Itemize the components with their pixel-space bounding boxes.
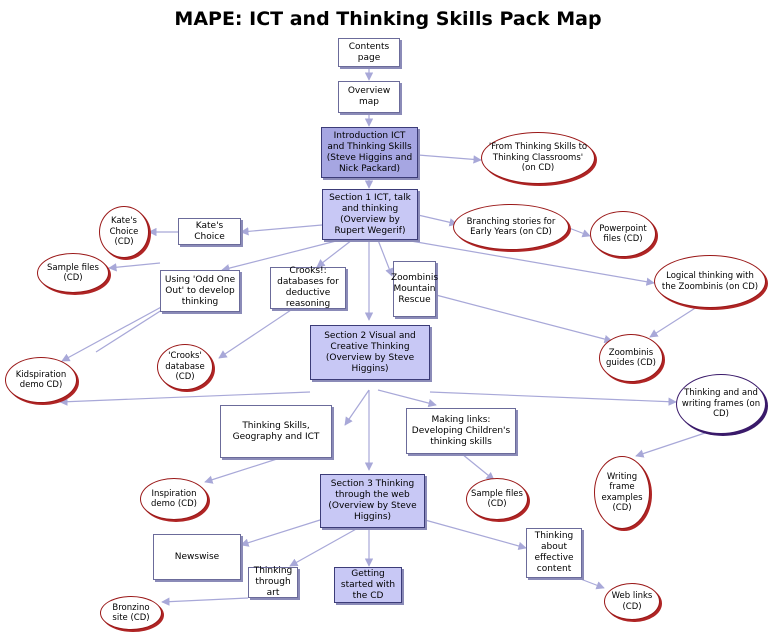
arrow-section1-kateschoice xyxy=(240,224,323,236)
node-web-links[interactable]: Web links (CD) xyxy=(604,583,660,620)
node-thinking-writing[interactable]: Thinking and and writing frames (on CD) xyxy=(676,374,766,434)
arrow-crooks-db xyxy=(218,303,301,359)
node-thinking-art[interactable]: Thinking through art xyxy=(248,566,298,598)
node-overview-map[interactable]: Overview map xyxy=(338,81,400,113)
node-crooks[interactable]: Crooks!: databases for deductive reasoni… xyxy=(270,266,346,309)
node-sample-files-2[interactable]: Sample files (CD) xyxy=(466,478,528,520)
arrow-section3-newswise xyxy=(240,519,321,547)
arrow-thinkeffective-weblinks xyxy=(577,577,605,590)
arrow-section2-making xyxy=(377,389,437,408)
node-bronzino-site[interactable]: Bronzino site (CD) xyxy=(100,596,162,630)
node-writing-frame[interactable]: Writing frame examples (CD) xyxy=(594,456,650,529)
arrow-section1-oddone xyxy=(221,239,341,273)
node-geography[interactable]: Thinking Skills, Geography and ICT xyxy=(220,405,332,458)
arrow-geography-inspiration xyxy=(204,457,281,484)
arrow-section1-logical xyxy=(404,239,655,286)
arrow-zoombinis-guides xyxy=(435,294,613,344)
node-logical-thinking[interactable]: Logical thinking with the Zoombinis (on … xyxy=(654,255,766,308)
node-introduction[interactable]: Introduction ICT and Thinking Skills (St… xyxy=(321,127,418,178)
node-thinking-effective[interactable]: Thinking about effective content xyxy=(526,528,582,578)
node-branching-stories[interactable]: Branching stories for Early Years (on CD… xyxy=(453,204,569,250)
node-section-3[interactable]: Section 3 Thinking through the web (Over… xyxy=(320,474,425,528)
arrow-section1-zoombinis xyxy=(377,239,394,277)
node-inspiration-demo[interactable]: Inspiration demo (CD) xyxy=(140,478,208,520)
arrow-section2-kidspiration xyxy=(59,391,311,406)
node-crooks-database[interactable]: 'Crooks' database (CD) xyxy=(157,344,213,390)
node-section-1[interactable]: Section 1 ICT, talk and thinking (Overvi… xyxy=(322,189,418,240)
arrow-oddone-sample xyxy=(108,262,161,272)
map-title: MAPE: ICT and Thinking Skills Pack Map xyxy=(174,8,602,30)
arrow-branching-powerpoint xyxy=(568,227,591,238)
arrow-section1-branching xyxy=(417,214,458,227)
node-powerpoint-files[interactable]: Powerpoint files (CD) xyxy=(590,211,656,257)
node-zoombinis[interactable]: Zoombinis Mountain Rescue xyxy=(391,261,438,317)
node-kates-choice-cd[interactable]: Kate's Choice (CD) xyxy=(99,206,149,258)
arrow-making-sample xyxy=(461,453,495,481)
node-from-thinking[interactable]: 'From Thinking Skills to Thinking Classr… xyxy=(481,132,595,184)
arrow-section2-thinkwrite xyxy=(429,391,677,406)
arrow-art-bronzino xyxy=(161,597,249,606)
node-making-links[interactable]: Making links: Developing Children's thin… xyxy=(406,408,516,454)
node-getting-started[interactable]: Getting started with the CD xyxy=(334,567,402,603)
node-zoombinis-guides[interactable]: Zoombinis guides (CD) xyxy=(599,334,663,382)
arrow-section3-thinkeffective xyxy=(424,519,527,551)
node-kates-choice[interactable]: Kate's Choice xyxy=(178,218,241,245)
arrow-intro-fromthinking xyxy=(417,154,482,164)
arrow-logical-guides xyxy=(649,304,701,338)
node-odd-one-out[interactable]: Using 'Odd One Out' to develop thinking xyxy=(160,270,240,312)
node-newswise[interactable]: Newswise xyxy=(153,534,241,580)
node-sample-files-1[interactable]: Sample files (CD) xyxy=(37,253,109,293)
node-kidspiration[interactable]: Kidspiration demo CD) xyxy=(5,357,77,403)
arrow-section3-art xyxy=(289,527,359,567)
arrow-section2-geography xyxy=(344,389,370,426)
node-contents-page[interactable]: Contents page xyxy=(338,38,400,67)
arrow-thinkwrite-writingframe xyxy=(635,431,709,458)
node-section-2[interactable]: Section 2 Visual and Creative Thinking (… xyxy=(310,325,430,380)
arrow-section1-crooks xyxy=(316,239,353,268)
